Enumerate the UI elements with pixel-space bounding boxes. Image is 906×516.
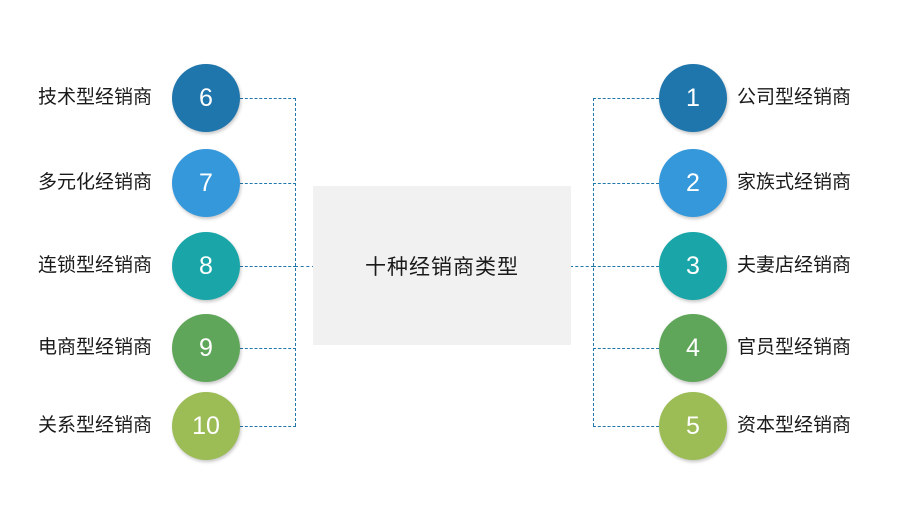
node-number-2: 2 <box>686 168 700 197</box>
right-branch-2 <box>593 183 659 184</box>
right-label-4: 官员型经销商 <box>737 337 852 358</box>
right-branch-4 <box>593 348 659 349</box>
node-circle-3[interactable]: 3 <box>659 232 727 300</box>
node-number-9: 9 <box>199 333 213 362</box>
node-circle-6[interactable]: 6 <box>172 64 240 132</box>
node-number-6: 6 <box>199 83 213 112</box>
node-number-8: 8 <box>199 251 213 280</box>
left-center-stub <box>295 266 315 267</box>
left-branch-3 <box>240 266 296 267</box>
node-number-4: 4 <box>686 333 700 362</box>
center-title-box: 十种经销商类型 <box>313 186 571 345</box>
node-circle-9[interactable]: 9 <box>172 314 240 382</box>
node-circle-8[interactable]: 8 <box>172 232 240 300</box>
right-label-5: 资本型经销商 <box>737 415 852 436</box>
center-title-text: 十种经销商类型 <box>365 255 519 279</box>
right-branch-3 <box>593 266 659 267</box>
right-trunk-line <box>593 98 594 426</box>
right-branch-1 <box>593 98 659 99</box>
node-circle-5[interactable]: 5 <box>659 392 727 460</box>
node-number-10: 10 <box>192 411 220 440</box>
right-label-2: 家族式经销商 <box>737 172 852 193</box>
left-label-6: 技术型经销商 <box>37 87 152 108</box>
node-circle-1[interactable]: 1 <box>659 64 727 132</box>
left-branch-2 <box>240 183 296 184</box>
node-circle-7[interactable]: 7 <box>172 149 240 217</box>
node-number-5: 5 <box>686 411 700 440</box>
left-trunk-line <box>295 98 296 426</box>
left-branch-1 <box>240 98 296 99</box>
node-circle-10[interactable]: 10 <box>172 392 240 460</box>
right-label-1: 公司型经销商 <box>737 87 852 108</box>
right-branch-5 <box>593 426 659 427</box>
left-label-9: 电商型经销商 <box>37 337 152 358</box>
left-label-10: 关系型经销商 <box>37 415 152 436</box>
right-label-3: 夫妻店经销商 <box>737 255 852 276</box>
left-branch-5 <box>240 426 296 427</box>
node-number-7: 7 <box>199 168 213 197</box>
node-number-3: 3 <box>686 251 700 280</box>
node-circle-2[interactable]: 2 <box>659 149 727 217</box>
node-number-1: 1 <box>686 83 700 112</box>
right-center-stub <box>570 266 594 267</box>
node-circle-4[interactable]: 4 <box>659 314 727 382</box>
left-branch-4 <box>240 348 296 349</box>
left-label-8: 连锁型经销商 <box>37 255 152 276</box>
left-label-7: 多元化经销商 <box>37 172 152 193</box>
